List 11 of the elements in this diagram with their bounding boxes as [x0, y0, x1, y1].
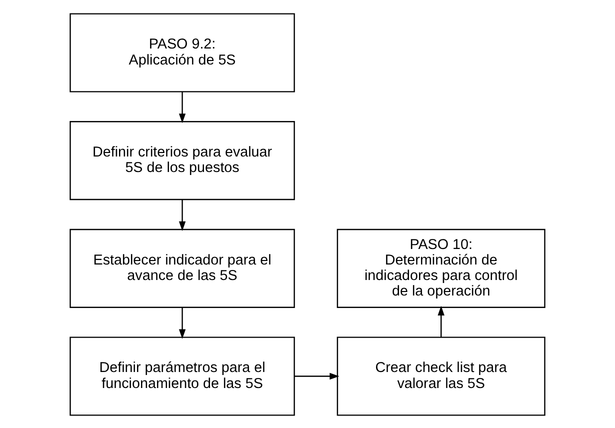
- node-box: PASO 10: Determinación de indicadores para control de la operación: [336, 228, 546, 308]
- node-box: Definir criterios para evaluar 5S de los puestos: [70, 120, 295, 200]
- arrow: [294, 372, 340, 380]
- arrow: [178, 199, 186, 231]
- arrow: [178, 92, 186, 123]
- node-box: PASO 9.2: Aplicación de 5S: [70, 12, 295, 92]
- node-box: Definir parámetros para el funcionamiento de las 5S: [70, 336, 295, 416]
- arrow: [438, 305, 444, 337]
- arrow: [178, 307, 186, 338]
- node-box: Crear check list para valorar las 5S: [336, 336, 546, 416]
- node-box: Establecer indicador para el avance de las 5S: [70, 228, 295, 308]
